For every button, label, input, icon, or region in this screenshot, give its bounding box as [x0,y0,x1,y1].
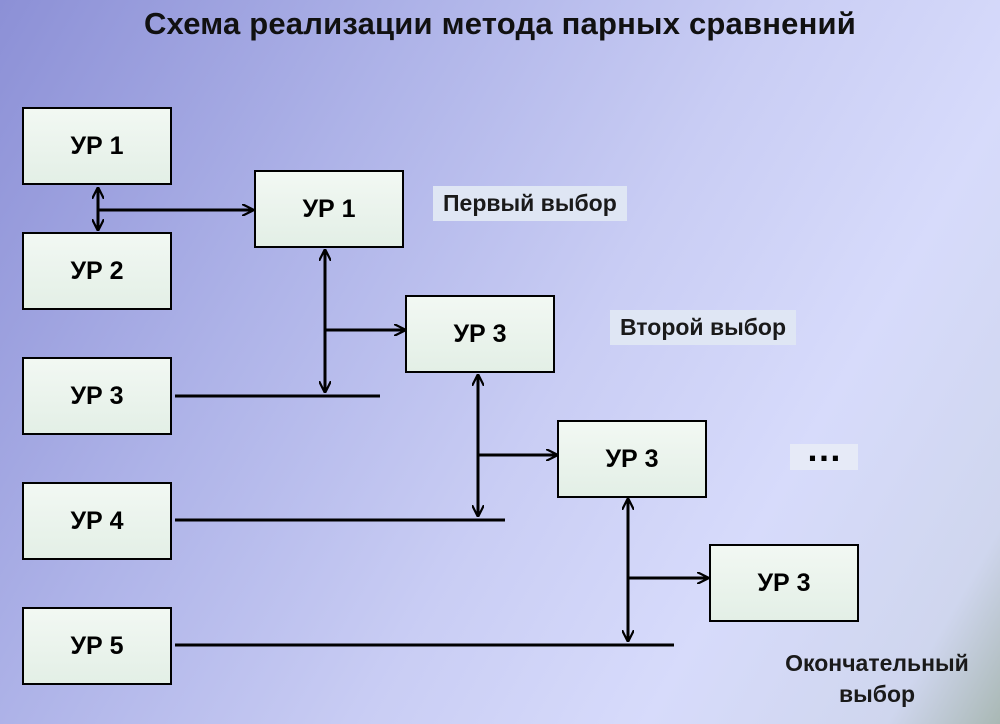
diagram-title: Схема реализации метода парных сравнений [143,6,857,41]
left-box-4: УР 4 [22,482,172,560]
left-box-1: УР 1 [22,107,172,185]
final-choice-label-line1: Окончательный [785,650,969,676]
stage-box-1: УР 1 [254,170,404,248]
stage-box-3: УР 3 [557,420,707,498]
stage-box-2: УР 3 [405,295,555,373]
left-box-3: УР 3 [22,357,172,435]
final-choice-label-line2: выбор [838,681,916,707]
ellipsis-mark: … [790,431,858,470]
left-box-5: УР 5 [22,607,172,685]
left-box-2: УР 2 [22,232,172,310]
final-choice-label: Окончательный выбор [762,648,992,710]
stage-box-4: УР 3 [709,544,859,622]
first-choice-label: Первый выбор [433,186,627,221]
second-choice-label: Второй выбор [610,310,797,345]
